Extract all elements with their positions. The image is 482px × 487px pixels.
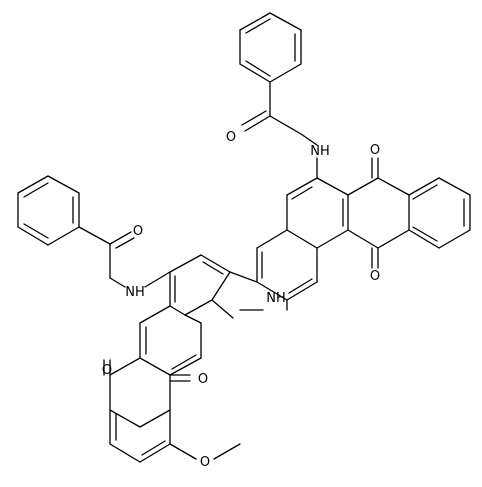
atom-label-nh-left: NH [125, 285, 145, 300]
atom-label-o-quinone-lower-left: O [102, 363, 112, 378]
top-amide-bonds [241, 81, 318, 179]
atom-label-nh-carbazole: NH [266, 291, 286, 306]
lower-anthraquinone-bonds [103, 305, 241, 463]
atom-label-o-benzoyl-top: O [226, 130, 236, 145]
atom-labels: O NH O O O NH NH O O O [102, 130, 380, 470]
left-phenyl-ring [17, 175, 80, 246]
atom-label-o-quinone-upper-top: O [370, 143, 380, 158]
upper-anthraquinone-bonds [286, 157, 471, 269]
atom-label-o-benzoyl-left: O [133, 224, 143, 239]
left-amide-bonds [78, 226, 171, 288]
atom-label-o-quinone-lower-right: O [198, 372, 208, 387]
top-phenyl-ring [239, 12, 302, 83]
atom-label-o-quinone-upper-bottom: O [370, 269, 380, 284]
atom-label-nh-top: NH [310, 144, 330, 159]
atom-label-o-methoxy: O [200, 455, 210, 470]
carbazole-bonds [169, 229, 318, 319]
